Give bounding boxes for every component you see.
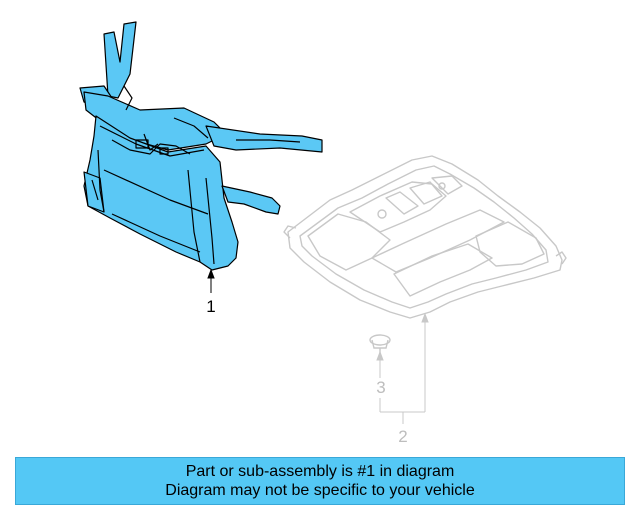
splash-shield-ghost xyxy=(283,155,567,319)
radiator-support-part xyxy=(79,21,323,271)
callout-3: 3 xyxy=(376,378,385,397)
callout-1: 1 xyxy=(206,297,215,316)
banner-line-2: Diagram may not be specific to your vehi… xyxy=(165,482,475,499)
parts-diagram: 1 3 2 xyxy=(79,21,567,446)
leader-line-3 xyxy=(376,350,384,378)
banner-line-1: Part or sub-assembly is #1 in diagram xyxy=(185,463,455,480)
leader-line-2 xyxy=(379,312,429,424)
leader-line-1 xyxy=(207,268,215,293)
callout-2: 2 xyxy=(398,427,407,446)
info-banner: Part or sub-assembly is #1 in diagram Di… xyxy=(15,457,625,505)
